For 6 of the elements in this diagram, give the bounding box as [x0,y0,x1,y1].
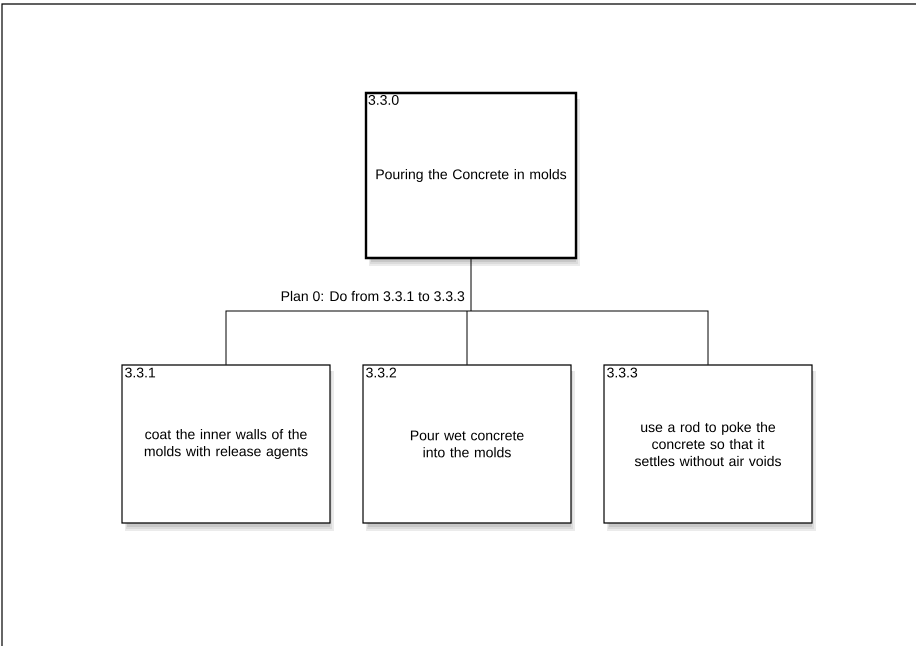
connector-line [470,258,708,365]
task-box: 3.3.0 Pouring the Concrete in molds [364,92,580,266]
task-box: 3.3.2 Pour wet concrete into the molds [362,364,575,531]
task-box: 3.3.1 coat the inner walls of the molds with release agents [121,364,334,531]
task-box: 3.3.3 use a rod to poke the concrete so that it settles without air voids [603,364,816,531]
plan-label: Plan 0: Do from 3.3.1 to 3.3.3 [282,290,464,302]
